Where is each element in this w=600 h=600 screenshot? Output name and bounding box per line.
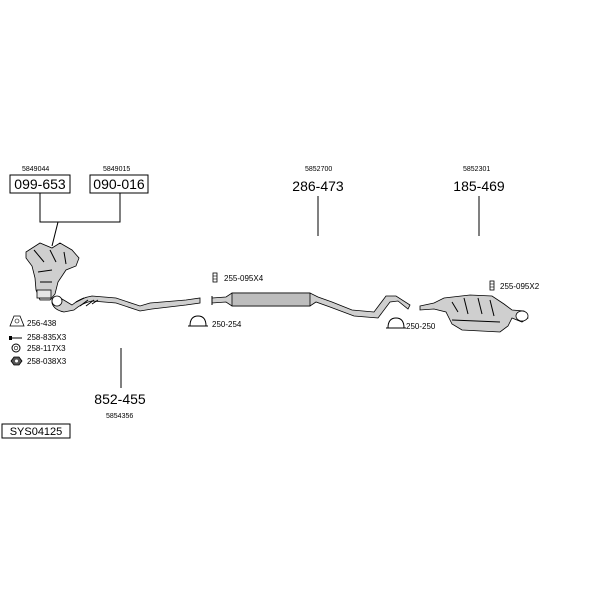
front-pipe-drawing <box>51 295 201 313</box>
fitting-label-clamp-rear: 250-250 <box>406 322 436 331</box>
legend-label-gasket: 256-438 <box>27 319 57 328</box>
part-ref-5849044: 5849044 <box>22 166 49 173</box>
part-number-852-455[interactable]: 852-455 <box>94 391 146 407</box>
clamp-icon <box>386 317 406 329</box>
leader-line <box>51 221 59 247</box>
ring-icon <box>11 343 21 353</box>
part-ref-5852700: 5852700 <box>305 166 332 173</box>
manifold-converter-drawing <box>25 242 80 301</box>
legend-label-ring: 258-117X3 <box>27 344 66 353</box>
part-number-286-473[interactable]: 286-473 <box>292 178 344 194</box>
rear-silencer-drawing <box>419 294 529 333</box>
legend-label-bolt: 258-835X3 <box>27 333 67 342</box>
system-code-box <box>1 423 71 439</box>
part-number-099-653[interactable]: 099-653 <box>14 176 66 192</box>
part-number-090-016[interactable]: 090-016 <box>93 176 145 192</box>
part-number-185-469[interactable]: 185-469 <box>453 178 505 194</box>
bolt-icon <box>489 280 495 291</box>
leader-line <box>39 193 121 223</box>
fitting-label-bolt-mid: 255-095X4 <box>224 274 264 283</box>
bolt-icon <box>9 336 22 340</box>
part-ref-5849015: 5849015 <box>103 166 130 173</box>
part-number-box <box>89 174 149 194</box>
gasket-icon <box>9 315 25 327</box>
part-ref-5854356: 5854356 <box>106 413 133 420</box>
fitting-label-bolt-rear: 255-095X2 <box>500 282 540 291</box>
clamp-icon <box>188 315 208 327</box>
bolt-icon <box>212 272 218 283</box>
legend-label-nut: 258-038X3 <box>27 357 67 366</box>
part-ref-5852301: 5852301 <box>463 166 490 173</box>
fitting-label-clamp-mid: 250-254 <box>212 320 242 329</box>
nut-icon <box>10 356 23 366</box>
system-code: SYS04125 <box>10 426 63 438</box>
center-silencer-drawing <box>211 292 411 319</box>
